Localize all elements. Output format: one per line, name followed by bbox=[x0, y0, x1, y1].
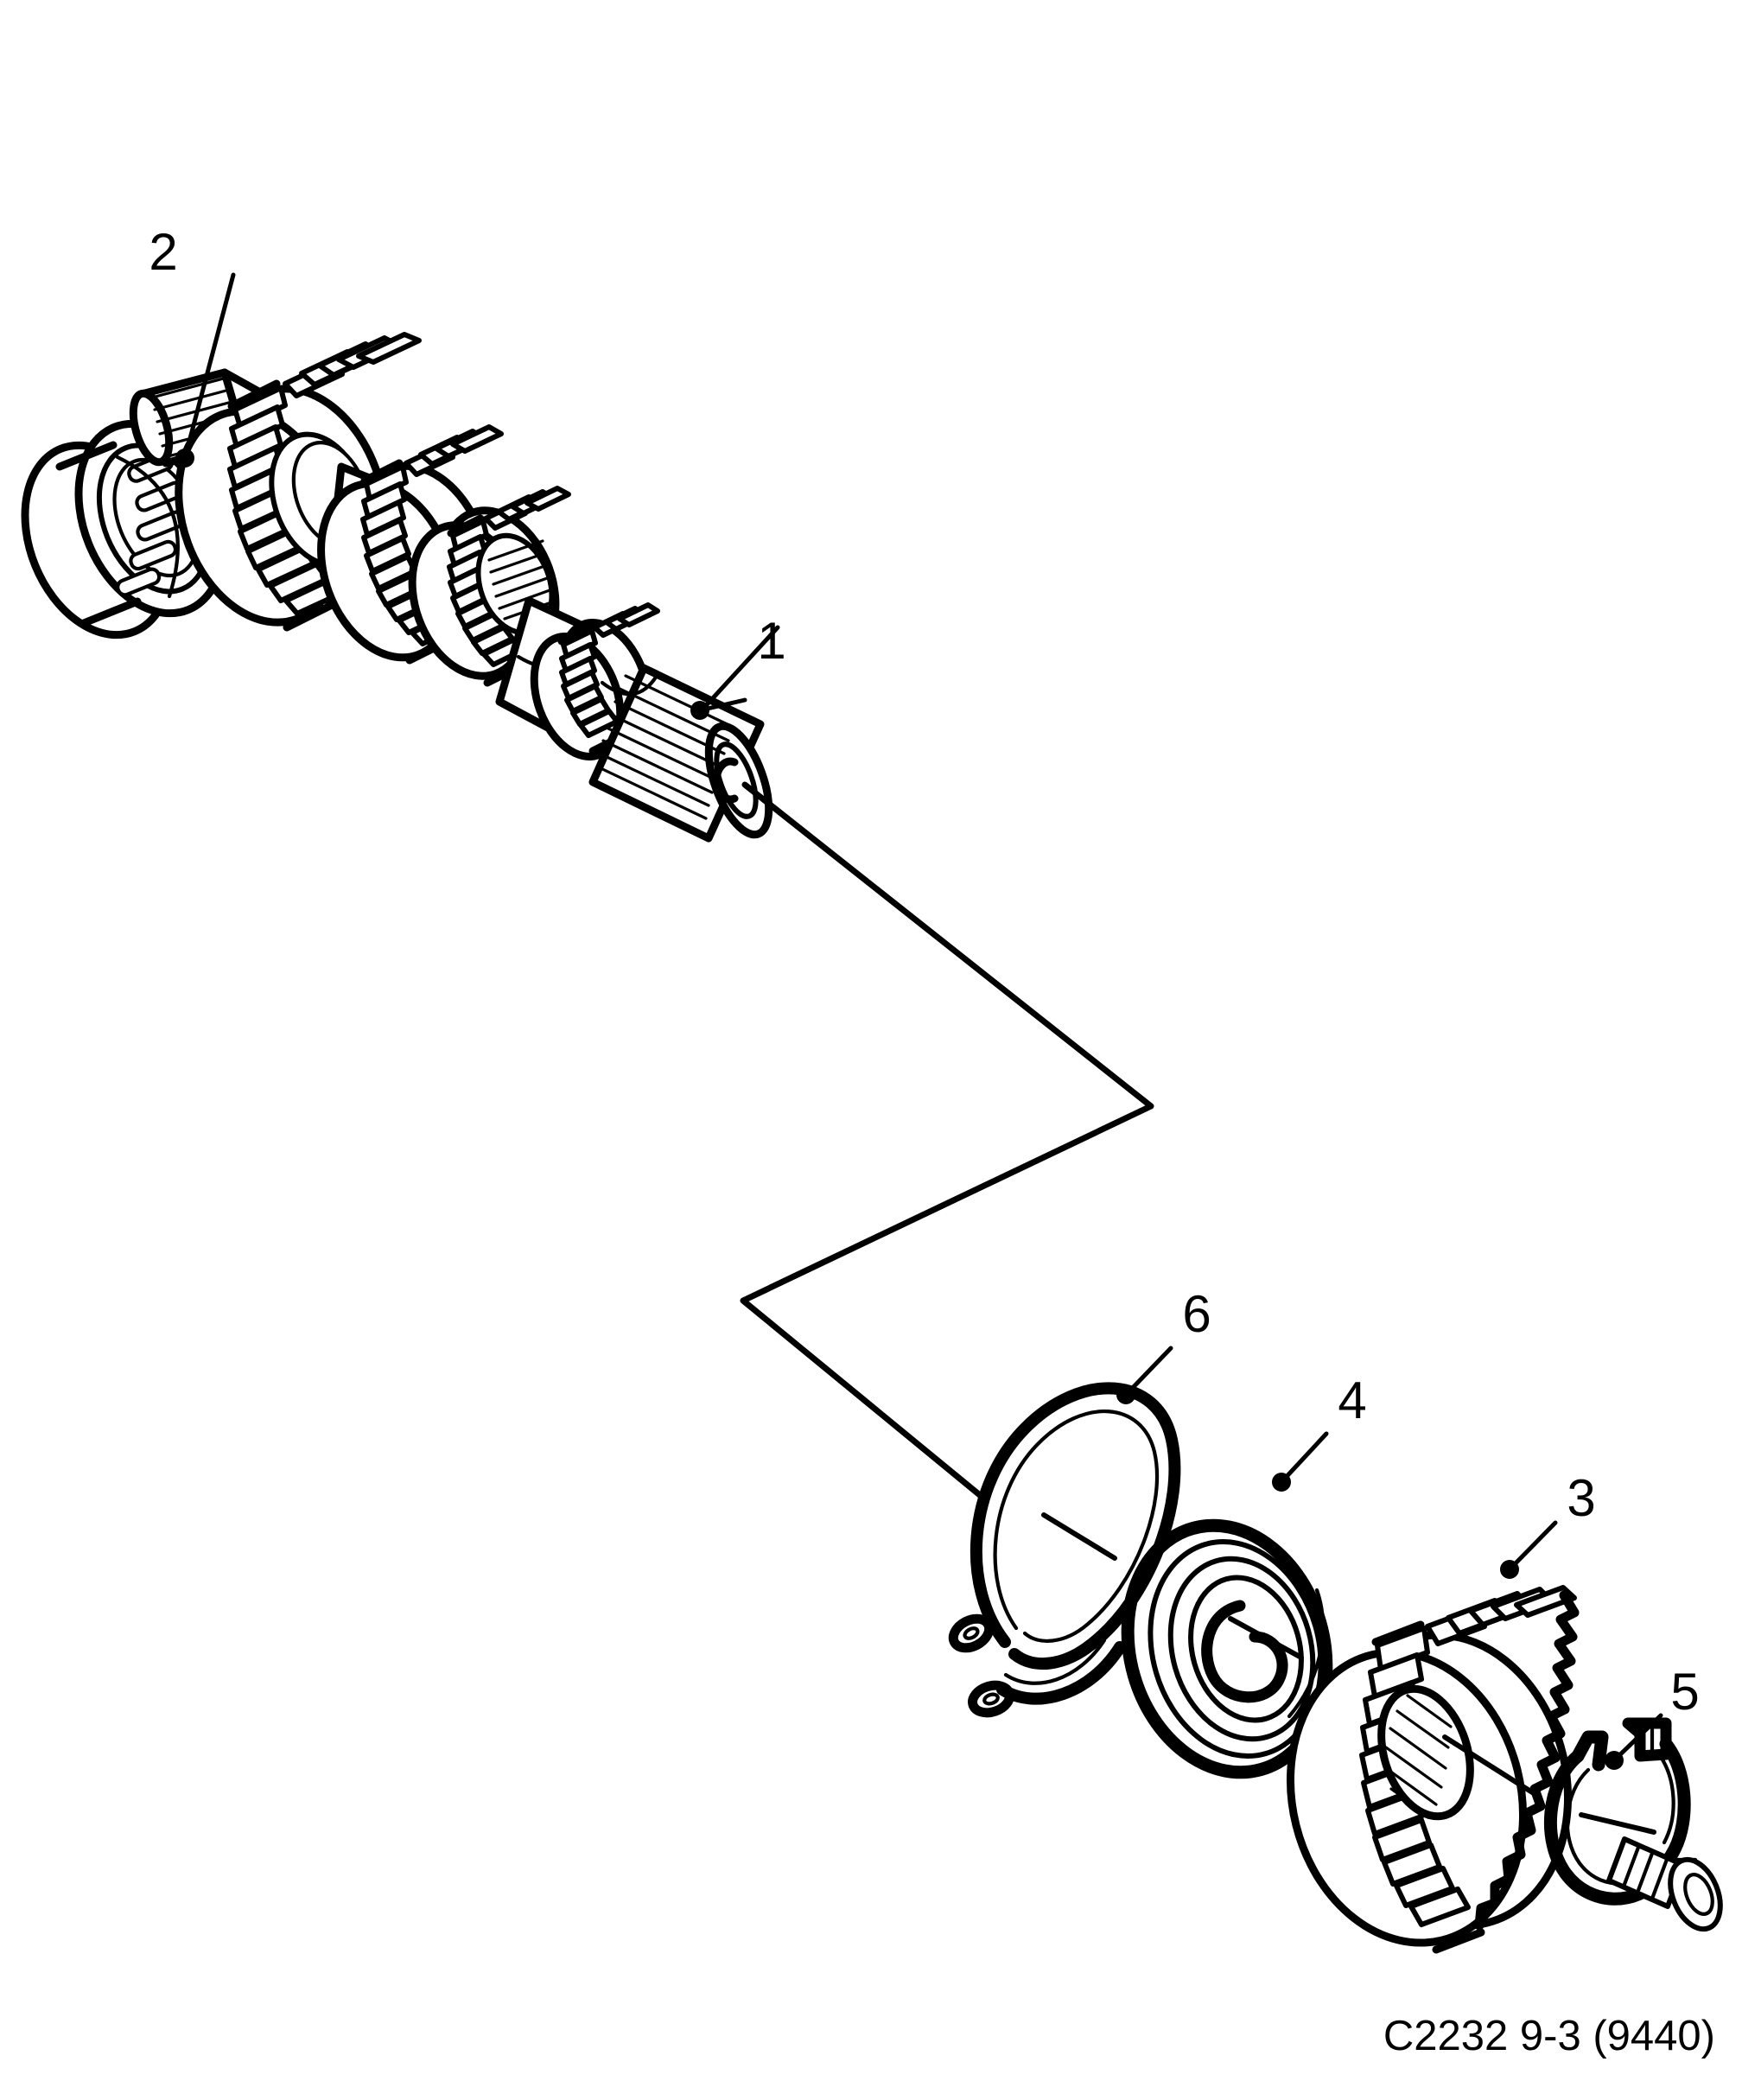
callout-1[interactable]: 1 bbox=[690, 612, 786, 720]
callout-6-dot bbox=[1116, 1385, 1135, 1404]
bearing4-outer-ring bbox=[1121, 1518, 1333, 1779]
callout-3[interactable]: 3 bbox=[1500, 1469, 1596, 1579]
spline-left-endface bbox=[129, 389, 174, 467]
clip5-tang-left bbox=[1571, 1730, 1609, 1772]
gear3-rim-serrations bbox=[1474, 1590, 1580, 1931]
callout-6[interactable]: 6 bbox=[1116, 1285, 1211, 1404]
spline-right-collar bbox=[600, 673, 659, 697]
bearing2-roller bbox=[116, 567, 162, 597]
part-1-mainshaft[interactable] bbox=[126, 332, 780, 843]
bearing4-ring-2 bbox=[1148, 1539, 1324, 1759]
part-3-speedometer-drive-gear[interactable] bbox=[1261, 1585, 1598, 1968]
exploded-view-zigzag-connector bbox=[740, 781, 1154, 1503]
callout-2[interactable]: 2 bbox=[149, 223, 236, 468]
snapring-tail-inner bbox=[1003, 1638, 1107, 1685]
clip5-center-pointer bbox=[1579, 1812, 1656, 1835]
gear3-center-pointer bbox=[1442, 1734, 1539, 1798]
callout-1-dot bbox=[690, 701, 709, 720]
callout-6-leader bbox=[1123, 1346, 1173, 1397]
callout-4-label: 4 bbox=[1338, 1371, 1366, 1429]
bearing4-depth-edge bbox=[1287, 1588, 1326, 1719]
callout-1-leader bbox=[699, 625, 780, 713]
callout-4[interactable]: 4 bbox=[1272, 1371, 1367, 1492]
callout-2-leader bbox=[182, 272, 236, 461]
bearing2-bottom-edge bbox=[79, 597, 142, 627]
drawing-reference-code: C2232 9-3 (9440) bbox=[1383, 2013, 1715, 2059]
clip5-outer-arc bbox=[1544, 1749, 1666, 1906]
callout-3-leader bbox=[1507, 1520, 1558, 1572]
gear3-serrated-edge bbox=[1474, 1590, 1580, 1931]
gear3-hub-hatching bbox=[1384, 1694, 1453, 1817]
bearing4-center-pointer bbox=[1228, 1616, 1304, 1660]
bearing2-cage-arc bbox=[115, 455, 180, 599]
callout-5-label: 5 bbox=[1670, 1663, 1699, 1721]
gear-d-teeth bbox=[559, 602, 660, 738]
part-5-retaining-clip[interactable] bbox=[1544, 1717, 1729, 1937]
part-4-ball-bearing[interactable] bbox=[1099, 1502, 1354, 1797]
bearing4-ring-3 bbox=[1167, 1556, 1316, 1742]
callout-3-label: 3 bbox=[1567, 1469, 1595, 1527]
callout-5[interactable]: 5 bbox=[1605, 1663, 1700, 1770]
bearing2-roller bbox=[129, 539, 178, 571]
callout-2-label: 2 bbox=[149, 223, 177, 281]
snapring-inner-edge bbox=[993, 1409, 1160, 1643]
part-2-needle-roller-bearing[interactable] bbox=[0, 402, 251, 657]
snapring-outer-edge bbox=[970, 1382, 1181, 1670]
callout-6-label: 6 bbox=[1182, 1285, 1211, 1343]
snapring-tail-outer bbox=[996, 1641, 1126, 1705]
callout-3-dot bbox=[1500, 1560, 1519, 1579]
gear3-hub bbox=[1377, 1684, 1474, 1821]
callout-4-leader bbox=[1279, 1431, 1329, 1485]
bearing4-ring-4 bbox=[1188, 1575, 1304, 1723]
callout-2-dot bbox=[175, 449, 194, 468]
clip5-right-arm-inner bbox=[1656, 1752, 1675, 1845]
callout-5-leader bbox=[1612, 1713, 1663, 1763]
spline-right-teeth bbox=[595, 674, 736, 820]
snapring-eyelet-upper bbox=[948, 1613, 995, 1653]
connector-zigzag-line bbox=[740, 781, 1154, 1503]
part-6-snap-ring[interactable] bbox=[948, 1382, 1181, 1718]
lower-assembly bbox=[948, 1382, 1729, 1968]
callout-4-dot bbox=[1272, 1473, 1291, 1492]
bearing4-inner-bore bbox=[1201, 1600, 1288, 1703]
clip5-tang-right bbox=[1622, 1717, 1672, 1762]
bolt-part bbox=[1606, 1836, 1723, 1932]
callout-5-dot bbox=[1605, 1751, 1624, 1770]
callout-layer: 2 1 6 4 3 5 bbox=[149, 223, 1700, 1770]
bolt-head-recess bbox=[1683, 1873, 1714, 1916]
snapring-center-pointer bbox=[1041, 1512, 1117, 1561]
upper-assembly bbox=[0, 332, 780, 843]
callout-1-label: 1 bbox=[757, 612, 785, 670]
bearing2-top-edge bbox=[55, 441, 118, 471]
